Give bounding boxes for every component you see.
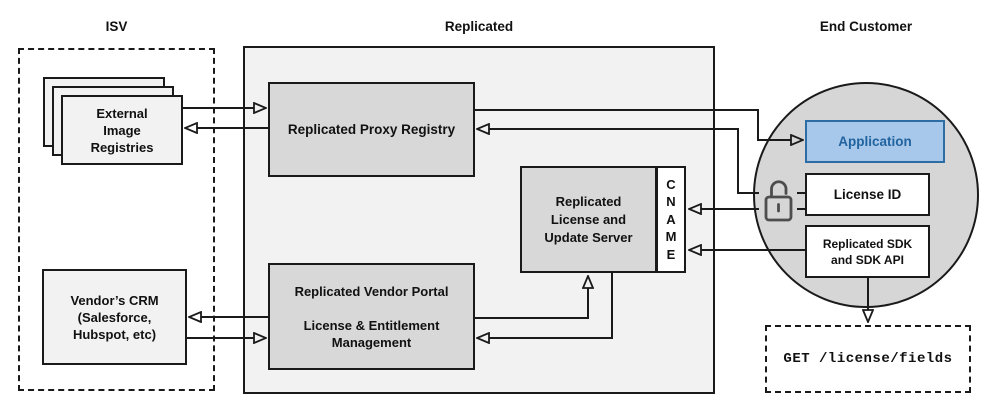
- node-replicated-sdk: Replicated SDK and SDK API: [805, 225, 930, 278]
- vendors-crm-label: Vendor’s CRM (Salesforce, Hubspot, etc): [70, 292, 159, 342]
- get-license-fields-label: GET /license/fields: [783, 350, 953, 367]
- node-vendors-crm: Vendor’s CRM (Salesforce, Hubspot, etc): [42, 269, 187, 365]
- license-update-server-label: Replicated License and Update Server: [544, 193, 633, 245]
- node-external-image-registries: External Image Registries: [61, 95, 183, 165]
- node-license-update-server: Replicated License and Update Server: [520, 166, 657, 273]
- section-label-replicated: Replicated: [444, 19, 514, 34]
- proxy-registry-label: Replicated Proxy Registry: [287, 122, 456, 137]
- node-license-id: License ID: [805, 173, 930, 216]
- cname-label: C N A M E: [665, 176, 677, 262]
- isv-container: [18, 48, 215, 391]
- application-label: Application: [838, 134, 912, 149]
- node-cname: C N A M E: [656, 166, 686, 273]
- section-label-isv: ISV: [105, 19, 128, 34]
- external-image-registries-label: External Image Registries: [90, 105, 154, 155]
- license-id-label: License ID: [833, 187, 902, 202]
- node-application: Application: [805, 120, 945, 163]
- replicated-sdk-label: Replicated SDK and SDK API: [822, 236, 913, 267]
- node-get-license-fields: GET /license/fields: [765, 325, 971, 393]
- section-label-end-customer: End Customer: [819, 19, 913, 34]
- node-proxy-registry: Replicated Proxy Registry: [268, 82, 475, 177]
- vendor-portal-label: Replicated Vendor Portal License & Entit…: [294, 283, 449, 350]
- node-vendor-portal: Replicated Vendor Portal License & Entit…: [268, 263, 475, 370]
